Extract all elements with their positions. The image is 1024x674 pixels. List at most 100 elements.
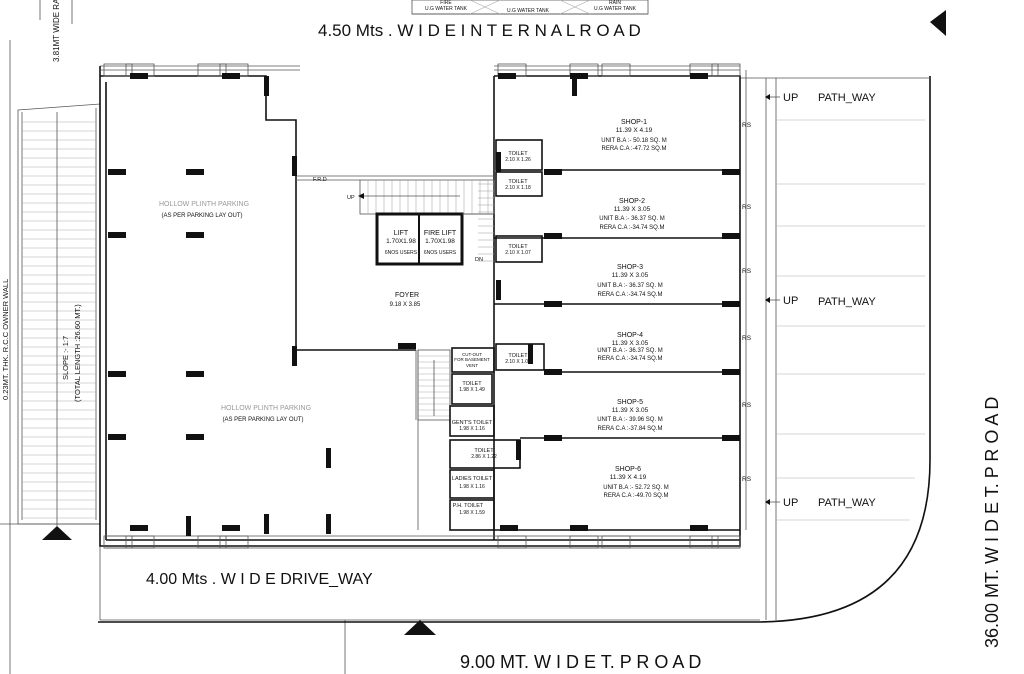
- toilet-size: 2.10 X 1.07: [505, 250, 531, 256]
- column: [292, 346, 297, 366]
- shop-name: SHOP-2: [619, 198, 645, 205]
- top-tanks: FIRE U.G WATER TANK U.G WATER TANK RAIN …: [411, 0, 649, 15]
- shop-size: 11.39 X 3.05: [614, 206, 651, 213]
- column: [108, 434, 126, 440]
- cutout-label: FOR BASEMENT: [454, 357, 490, 362]
- window-mark: [689, 535, 719, 549]
- toilet-name: TOILET: [508, 244, 528, 250]
- lift-name: LIFT: [394, 230, 409, 237]
- north-arrow-icon: [930, 10, 946, 36]
- shop-size: 11.39 X 3.05: [612, 272, 649, 279]
- window-mark: [197, 535, 227, 549]
- shop-size: 11.39 X 4.19: [616, 127, 653, 134]
- toilet-name: TOILET: [508, 151, 528, 157]
- shop-built-area: UNIT B.A :- 50.18 SQ. M: [601, 138, 667, 144]
- lift-shaft: [375, 212, 494, 266]
- pathway-label: PATH_WAY: [818, 497, 876, 509]
- staircase-bottom: [417, 349, 451, 421]
- stair-up-label: UP: [347, 195, 355, 201]
- rs-label: RS: [742, 335, 752, 342]
- shop-carpet-area: RERA C.A :-34.74 SQ.M: [599, 225, 664, 231]
- toilet-size: 1.98 X 1.49: [459, 387, 485, 393]
- column: [186, 516, 191, 536]
- shop-built-area: UNIT B.A :- 36.37 SQ. M: [597, 283, 663, 289]
- ramp-slope-label: SLOPE :- 1:7: [61, 336, 70, 380]
- column: [572, 76, 577, 96]
- toilet-name: TOILET: [508, 179, 528, 185]
- toilet-size: 2.10 X 1.07: [505, 359, 531, 365]
- cutout-box: [451, 347, 495, 373]
- shop-name: SHOP-6: [615, 466, 641, 473]
- ug-tank-label: U.G WATER TANK: [594, 6, 637, 12]
- column: [500, 525, 518, 531]
- shop-name: SHOP-1: [621, 119, 647, 126]
- window-mark: [497, 535, 527, 549]
- column: [528, 344, 533, 364]
- column: [222, 525, 240, 531]
- shop-carpet-area: RERA C.A :-37.84 SQ.M: [597, 426, 662, 432]
- toilet-size: 1.98 X 1.16: [459, 426, 485, 432]
- column: [544, 233, 562, 239]
- toilet-name: TOILET: [508, 353, 528, 359]
- column: [186, 232, 204, 238]
- parking-note: (AS PER PARKING LAY OUT): [222, 417, 303, 423]
- shop-carpet-area: RERA C.A :-34.74 SQ.M: [597, 356, 662, 362]
- toilet-size: 1.98 X 1.16: [459, 484, 485, 490]
- shop-built-area: UNIT B.A :- 36.37 SQ. M: [599, 216, 665, 222]
- window-mark: [711, 63, 741, 77]
- pathway-up-label: UP: [783, 92, 798, 104]
- ramp-wall-label: 0.23MT. THK. R.C.C OWNER WALL: [1, 279, 10, 400]
- shop-carpet-area: RERA C.A :-47.72 SQ.M: [601, 146, 666, 152]
- column: [326, 448, 331, 468]
- window-mark: [601, 63, 631, 77]
- fire-tank-label: FIRE: [440, 0, 452, 6]
- cutout-label: CUT-OUT: [462, 352, 482, 357]
- entry-marker-icon: [404, 620, 436, 635]
- column: [496, 280, 501, 300]
- column: [186, 434, 204, 440]
- ramp-length-label: (TOTAL LENGTH :26.60 MT.): [73, 304, 82, 402]
- column: [186, 371, 204, 377]
- column: [130, 73, 148, 79]
- shop-carpet-area: RERA C.A :-49.70 SQ.M: [603, 493, 668, 499]
- rain-tank-label: RAIN: [609, 0, 621, 6]
- toilet-name: GENT'S TOILET: [452, 420, 493, 426]
- stair-dn-label: DN: [475, 257, 483, 263]
- shop-carpet-area: RERA C.A :-34.74 SQ.M: [597, 292, 662, 298]
- foyer-name: FOYER: [395, 292, 419, 299]
- window-mark: [711, 535, 741, 549]
- shop-partitions: [494, 169, 740, 531]
- pathway-up-label: UP: [783, 295, 798, 307]
- ug-tank-label: U.G WATER TANK: [507, 8, 550, 14]
- window-mark: [569, 535, 599, 549]
- toilet-name: LADIES TOILET: [452, 476, 493, 482]
- rs-label: RS: [742, 476, 752, 483]
- rs-label: RS: [742, 122, 752, 129]
- shop-built-area: UNIT B.A :- 36.37 SQ. M: [597, 348, 663, 354]
- frd-label: F.R.D: [313, 177, 327, 183]
- road-label-bottom: 9.00 MT. W I D E T. P R O A D: [460, 652, 701, 672]
- column: [498, 73, 516, 79]
- window-mark: [197, 63, 227, 77]
- column: [544, 169, 562, 175]
- rs-label: RS: [742, 268, 752, 275]
- parking-label: HOLLOW PLINTH PARKING: [159, 201, 249, 208]
- toilet-name: TOILET: [462, 381, 482, 387]
- rs-label: RS: [742, 204, 752, 211]
- window-marks: [103, 63, 741, 549]
- column: [108, 232, 126, 238]
- pathway-label: PATH_WAY: [818, 92, 876, 104]
- shop-size: 11.39 X 3.05: [612, 340, 649, 347]
- column: [570, 73, 588, 79]
- driveway-label: 4.00 Mts . W I D E DRIVE_WAY: [146, 571, 373, 588]
- column: [292, 156, 297, 176]
- shop-name: SHOP-5: [617, 399, 643, 406]
- shop-built-area: UNIT B.A :- 39.96 SQ. M: [597, 417, 663, 423]
- shop-name: SHOP-3: [617, 264, 643, 271]
- column: [398, 343, 416, 349]
- fire-lift-users: 6NOS USERS: [424, 250, 457, 256]
- site-boundary: [0, 0, 931, 674]
- column: [186, 169, 204, 175]
- toilet-size: 2.10 X 1.26: [505, 157, 531, 163]
